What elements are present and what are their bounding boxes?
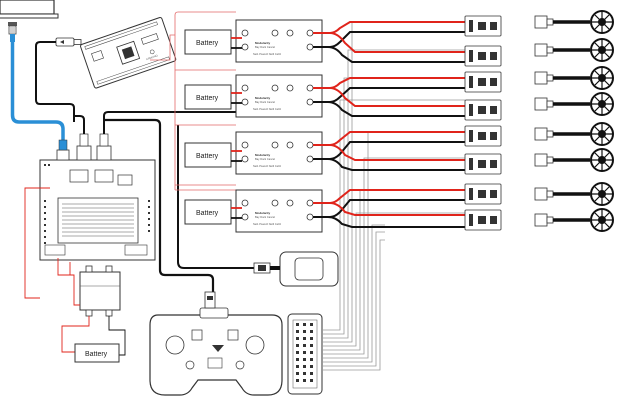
svg-text:Modularity: Modularity — [255, 41, 270, 45]
battery-1-label: Battery — [196, 40, 219, 47]
microcontroller-board-icon: ARDUINO — [80, 17, 177, 89]
svg-text:Net1 Power2 Net3 Cell4: Net1 Power2 Net3 Cell4 — [253, 107, 281, 111]
usb-cable-controller — [104, 118, 215, 300]
svg-text:Bay Dock Cancel: Bay Dock Cancel — [255, 215, 275, 219]
usb-plug-icon — [55, 37, 82, 47]
ethernet-plug-icon — [8, 22, 17, 42]
battery-pdb-wires — [231, 37, 242, 219]
motor-icon — [590, 10, 614, 34]
camera-icon — [253, 251, 339, 287]
svg-text:Modularity: Modularity — [255, 96, 270, 100]
motor-icon — [590, 38, 614, 62]
sbc-port-connectors — [56, 133, 112, 161]
battery-row-1: Battery — [184, 29, 232, 55]
battery-4-label: Battery — [196, 210, 219, 217]
motor-icon — [590, 122, 614, 146]
voltage-regulator-icon — [79, 265, 121, 317]
svg-text:Net1 Power2 Net3 Cell4: Net1 Power2 Net3 Cell4 — [253, 164, 281, 168]
power-wire-reg-out — [70, 274, 80, 306]
svg-text:Bay Dock Cancel: Bay Dock Cancel — [255, 45, 275, 49]
ethernet-cable — [10, 42, 65, 150]
motor-icon — [590, 148, 614, 172]
motor-icon — [590, 92, 614, 116]
laptop-icon — [0, 0, 59, 19]
battery-3-label: Battery — [196, 153, 219, 160]
esc-detail-marks — [469, 20, 497, 226]
power-wire-reg-in-pos — [61, 316, 90, 353]
usb-cable-camera — [177, 125, 254, 269]
power-distribution-board-icon: Modularity Bay Dock Cancel Net1 Power2 N… — [235, 189, 323, 233]
motor-plug-icon — [534, 15, 554, 227]
battery-lower: Battery — [74, 343, 120, 363]
battery-lower-label: Battery — [85, 351, 108, 358]
pin-header-connector-icon — [287, 313, 323, 395]
motor-icon — [590, 66, 614, 90]
svg-text:Bay Dock Cancel: Bay Dock Cancel — [255, 157, 275, 161]
power-distribution-board-icon: Modularity Bay Dock Cancel Net1 Power2 N… — [235, 19, 323, 63]
single-board-computer-icon — [39, 159, 156, 261]
motor-icon — [590, 208, 614, 232]
power-wire-reg-in-neg — [108, 316, 126, 356]
svg-text:ARDUINO: ARDUINO — [146, 53, 159, 61]
battery-row-4: Battery — [184, 199, 232, 225]
usb-cable-laptop — [35, 41, 75, 122]
svg-text:Net1 Power2 Net3 Cell4: Net1 Power2 Net3 Cell4 — [253, 222, 281, 226]
power-wire-sbc-1 — [57, 258, 71, 276]
motor-icon — [590, 182, 614, 206]
pink-power-bus — [174, 11, 236, 191]
game-controller-icon — [149, 291, 283, 396]
battery-2-label: Battery — [196, 95, 219, 102]
svg-text:Net1 Power2 Net3 Cell4: Net1 Power2 Net3 Cell4 — [253, 52, 281, 56]
svg-text:Modularity: Modularity — [255, 153, 270, 157]
pdb-esc-power-wires — [313, 21, 465, 228]
svg-text:Modularity: Modularity — [255, 211, 270, 215]
power-wire-sbc-2 — [24, 187, 50, 299]
battery-row-3: Battery — [184, 142, 232, 168]
power-distribution-board-icon: Modularity Bay Dock Cancel Net1 Power2 N… — [235, 131, 323, 175]
motor-cables — [553, 20, 590, 222]
battery-row-2: Battery — [184, 84, 232, 110]
signal-link-board — [150, 34, 175, 61]
svg-text:Bay Dock Cancel: Bay Dock Cancel — [255, 100, 275, 104]
usb-cable-sbc-1 — [73, 115, 85, 134]
power-distribution-board-icon: Modularity Bay Dock Cancel Net1 Power2 N… — [235, 74, 323, 118]
